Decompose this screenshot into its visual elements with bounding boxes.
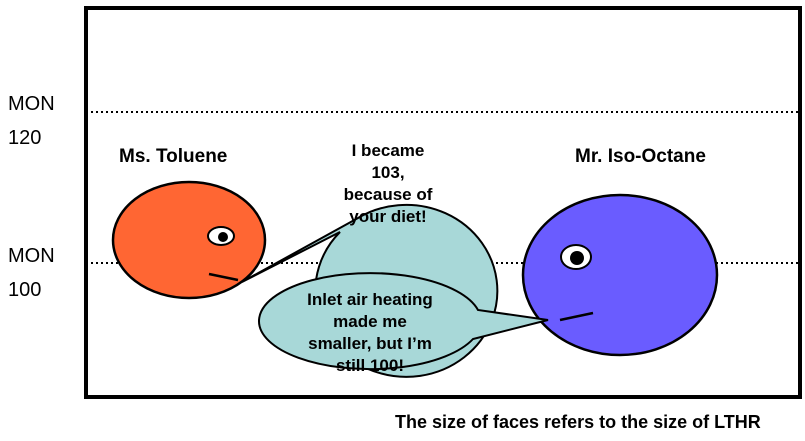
toluene-bubble-line: your diet! (318, 206, 458, 228)
iso-octane-pupil (570, 251, 584, 265)
iso-octane-bubble-line: made me (282, 311, 458, 333)
upper-level-label-line2: 120 (8, 121, 55, 155)
iso-octane-bubble-line: smaller, but I’m (282, 333, 458, 355)
lower-level-label: MON 100 (8, 239, 55, 307)
iso-octane-face (523, 195, 717, 355)
iso-octane-bubble-line: Inlet air heating (282, 289, 458, 311)
lower-level-label-line1: MON (8, 239, 55, 273)
lower-level-label-line2: 100 (8, 273, 55, 307)
toluene-bubble-line: because of (318, 184, 458, 206)
toluene-face (113, 182, 265, 298)
upper-level-label: MON 120 (8, 87, 55, 155)
toluene-bubble-line: 103, (318, 162, 458, 184)
iso-octane-bubble-line: still 100! (282, 355, 458, 377)
toluene-bubble-text: I became 103, because of your diet! (318, 140, 458, 228)
toluene-name: Ms. Toluene (119, 146, 227, 168)
upper-level-label-line1: MON (8, 87, 55, 121)
toluene-bubble-line: I became (318, 140, 458, 162)
caption: The size of faces refers to the size of … (395, 412, 761, 433)
iso-octane-name: Mr. Iso-Octane (575, 146, 706, 168)
toluene-pupil (218, 232, 228, 242)
iso-octane-bubble-text: Inlet air heating made me smaller, but I… (282, 289, 458, 377)
